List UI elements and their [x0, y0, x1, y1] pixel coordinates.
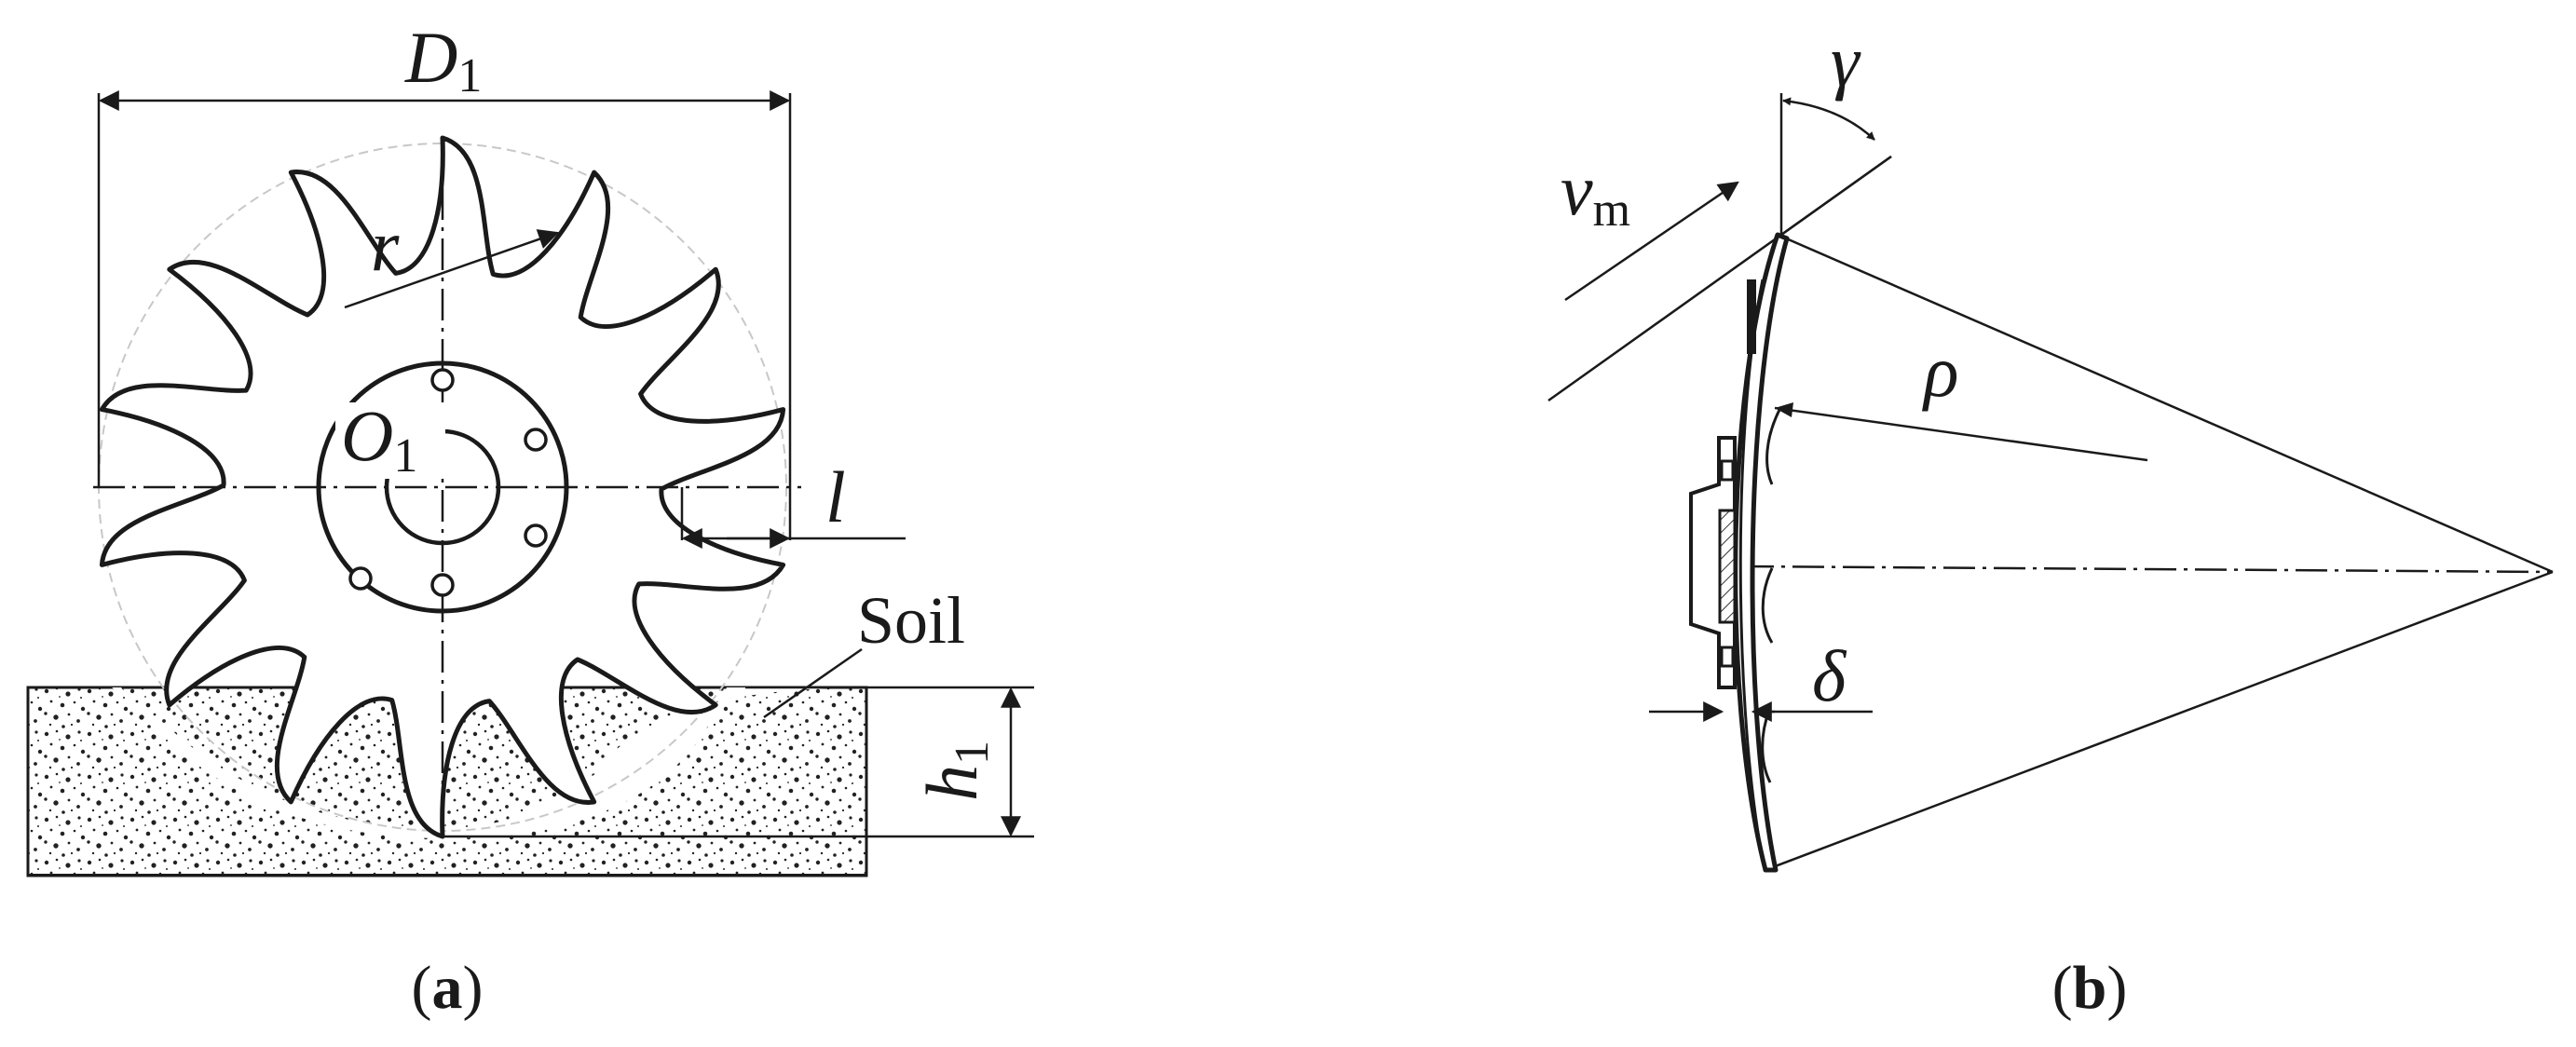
label-r: r: [371, 205, 400, 286]
rho-radius-line: [1774, 406, 2148, 462]
panel-b: γ vm ρ δ (b): [1547, 20, 2554, 1022]
dimension-D1: [97, 90, 792, 487]
label-gamma: γ: [1831, 20, 1861, 102]
gamma-ray: [1780, 155, 1892, 237]
gamma-arc: [1782, 97, 1875, 141]
cone-lower-line: [1769, 570, 2554, 870]
label-O1: O1: [341, 395, 417, 483]
label-delta: δ: [1812, 635, 1847, 716]
label-D1: D1: [404, 17, 482, 102]
label-vm: vm: [1561, 149, 1630, 237]
label-l: l: [825, 456, 846, 537]
hub: [316, 360, 569, 614]
label-h1: h1: [911, 741, 999, 801]
label-soil: Soil: [857, 583, 965, 658]
axis-centerline: [1741, 564, 2554, 574]
caption-a: (a): [412, 954, 484, 1022]
radius-arrow: [344, 229, 560, 309]
panel-a: D1 r O1 l Soil h1 (a): [26, 17, 1034, 1022]
disc-profile: [1689, 232, 1790, 873]
label-rho: ρ: [1922, 331, 1958, 412]
cone-upper-line: [1777, 233, 2554, 574]
caption-b: (b): [2052, 954, 2128, 1022]
dimension-l: [680, 487, 906, 549]
soil-leader: [763, 647, 863, 719]
velocity-arrow: [1564, 181, 1739, 302]
dimension-h1: [443, 686, 1034, 838]
